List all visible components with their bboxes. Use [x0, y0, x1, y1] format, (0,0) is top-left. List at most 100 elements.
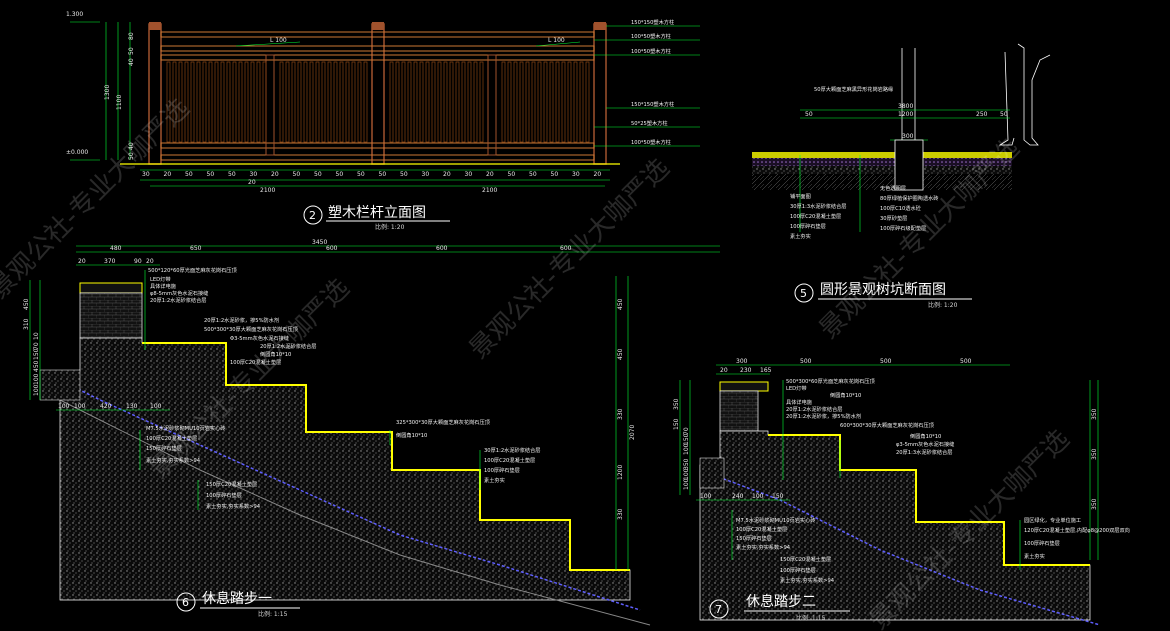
railing-slat [585, 61, 590, 143]
step2-callout-left-3: 素土夯实,夯实系数>94 [736, 543, 791, 551]
railing-slat [425, 61, 430, 143]
step2-callout-0: 500*300*60厚光面芝麻灰花岗石压顶 [786, 377, 875, 385]
railing-slat [431, 61, 436, 143]
step1-left-dim-6: 70 [33, 342, 40, 350]
railing-bottom-small-9: 50 [336, 171, 344, 178]
railing-slat [291, 61, 296, 143]
railing-slat [256, 61, 261, 143]
railing-slat [389, 61, 394, 143]
tree-scale: 比例: 1:20 [928, 301, 958, 309]
step1-callout-10: 100厚C20混凝土垫层 [230, 358, 281, 366]
step2-callout-left-5: 100厚碎石垫层 [780, 566, 816, 574]
railing-slat [419, 61, 424, 143]
railing-slat [208, 61, 213, 143]
step1-callout-2: 具体详电施 [150, 282, 176, 290]
step1-top-dim-0: 480 [110, 245, 122, 252]
step1-right-dim-1: 450 [617, 348, 624, 360]
step2-left-dim-2: 350 [683, 458, 690, 470]
step1-callout-bottom-1: 100厚碎石垫层 [206, 491, 242, 499]
step1-scale: 比例: 1:15 [258, 610, 288, 618]
railing-slat [401, 61, 406, 143]
tree-right-layer-2: 80厚绿植保护圈陶透水砖 [880, 194, 938, 202]
step2-right-dim-1: 350 [1091, 448, 1098, 460]
railing-bottom-small-0: 30 [142, 171, 150, 178]
step1-sub-2: 370 [104, 258, 116, 265]
height-dim-1: 1100 [116, 95, 123, 110]
railing-slat [172, 61, 177, 143]
railing-slat [202, 61, 207, 143]
step2-top-dim-0: 300 [736, 358, 748, 365]
step1-callout-right-0: 325*300*30厚大颗面芝麻灰花岗石压顶 [396, 418, 490, 426]
step1-callout-mid-3: 素土夯实,夯实系数>94 [146, 456, 201, 464]
step2-left-dim-0: 350 [673, 398, 680, 410]
railing-slat [537, 61, 542, 143]
railing-slat [413, 61, 418, 143]
railing-slat [166, 61, 171, 143]
step1-sub-1: 20 [78, 258, 86, 265]
railing-title: 塑木栏杆立面图 [328, 205, 426, 221]
step2-callout-1: LED灯带 [786, 384, 807, 392]
step2-left-dim-4: 100 [683, 478, 690, 490]
railing-slat [467, 61, 472, 143]
step2-callout-left-0: M7.5水泥砂浆砌MU10页岩实心砖 [736, 516, 815, 524]
step1-callout-mid-1: 100厚C20混凝土垫层 [146, 434, 197, 442]
railing-slat [279, 61, 284, 143]
step2-left-dim-6: 150 [683, 433, 690, 445]
step2-top-dim-2: 500 [880, 358, 892, 365]
step1-callout-right-1: 倒圆角10*10 [396, 431, 427, 439]
step1-bottom-dim-1: 100 [74, 403, 86, 410]
step2-number: 7 [715, 603, 722, 616]
step2-callout-left-4: 150厚C20混凝土垫层 [780, 555, 831, 563]
railing-slat [285, 61, 290, 143]
railing-bottom-small-16: 20 [486, 171, 494, 178]
step2-callout-left-1: 100厚C20混凝土垫层 [736, 525, 787, 533]
tree-left-layer-2: 30厚1:3水泥砂浆结合层 [790, 202, 846, 210]
step1-callouts: 500*120*60厚光面芝麻灰花岗石压顶LED灯带具体详电施φ8-5mm灰色水… [146, 266, 540, 510]
railing-slat [339, 61, 344, 143]
step1-right-dim-5: 2070 [629, 425, 636, 440]
step1-top-dim-1: 650 [190, 245, 202, 252]
step2-left-dim-1: 150 [673, 418, 680, 430]
step2-scale: 比例: 1:15 [796, 614, 826, 622]
railing-slats [166, 61, 590, 143]
tree-left-layer-4: 100厚碎石垫层 [790, 222, 826, 230]
step2-right-dim-2: 350 [1091, 498, 1098, 510]
railing-bottom-small-11: 50 [379, 171, 387, 178]
railing-bottom-small-19: 50 [551, 171, 559, 178]
step2-sub-3: 165 [760, 367, 772, 374]
tree-left-layer-3: 100厚C20混凝土垫层 [790, 212, 841, 220]
step2-callout-right-0: 园区绿化，专业单位施工 [1024, 516, 1081, 524]
step1-total: 3450 [312, 239, 327, 246]
height-dim-2: 1300 [104, 85, 111, 100]
step1-left-dim-2: 450 [33, 360, 40, 372]
rail-callout-5: 50*25塑木方柱 [631, 119, 668, 127]
tree-number: 5 [800, 287, 807, 300]
railing-slat [543, 61, 548, 143]
step1-callout-0: 500*120*60厚光面芝麻灰花岗石压顶 [148, 266, 237, 274]
level-top: 1.300 [66, 11, 83, 18]
step1-callout-right-4: 100厚碎石垫层 [484, 466, 520, 474]
step1-callout-right-3: 100厚C20混凝土垫层 [484, 456, 535, 464]
tree-top-note: 50厚大颗面芝麻黑异形花岗岩路缘 [814, 85, 893, 93]
step1-callout-1: LED灯带 [150, 275, 171, 283]
level-bottom: ±0.000 [66, 149, 88, 156]
step2-sub-2: 230 [740, 367, 752, 374]
tree-title: 圆形景观树坑断面图 [820, 282, 946, 298]
left-small-dim-2: 50 [128, 47, 135, 55]
step2-left-dim-5: 100 [683, 443, 690, 455]
step1-callout-mid-0: M7.5水泥砂浆砌MU10页岩实心砖 [146, 424, 225, 432]
railing-bottom-small-14: 20 [443, 171, 451, 178]
step1-left-dim-7: 10 [33, 332, 40, 340]
railing-bottom-small-21: 20 [594, 171, 602, 178]
railing-slat [321, 61, 326, 143]
railing-slat [244, 61, 249, 143]
railing-slat [579, 61, 584, 143]
railing-slat [262, 61, 267, 143]
step2-callout-right-2: 100厚碎石垫层 [1024, 539, 1060, 547]
step2-callout-2: 倒圆角10*10 [830, 391, 861, 399]
tree-left-layer-1: 铺平面图 [790, 192, 811, 200]
